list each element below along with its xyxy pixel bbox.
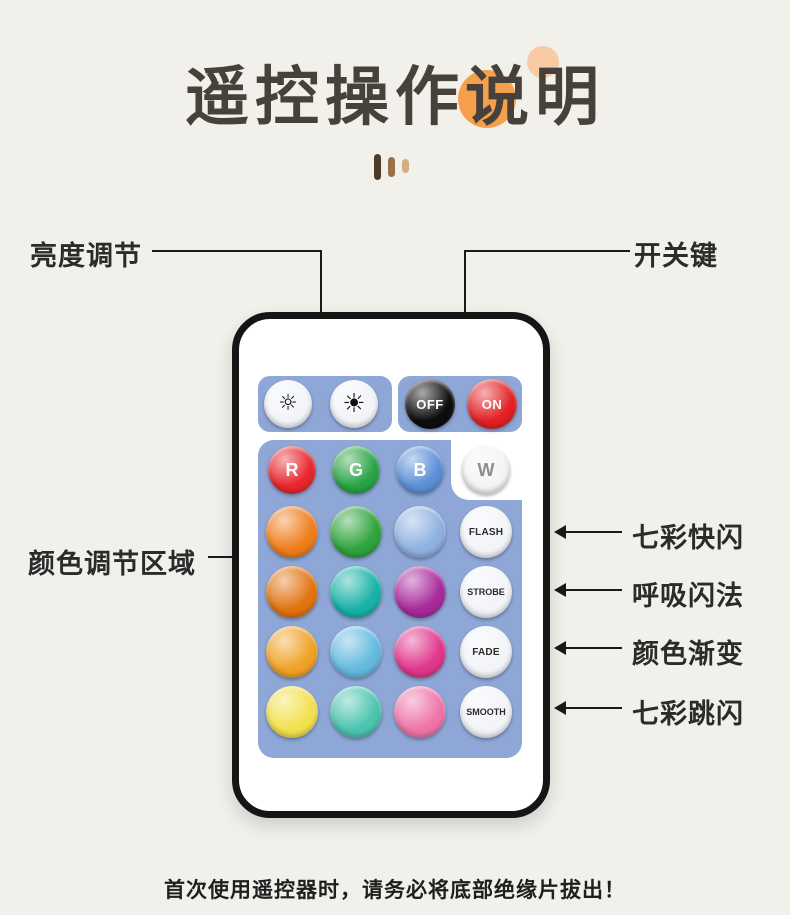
color-button (330, 626, 382, 678)
fade-mode-label: 颜色渐变 (632, 639, 744, 669)
brightness-down-button: ☼ (264, 380, 312, 428)
strobe-button: STROBE (460, 566, 512, 618)
arrow-left-icon (554, 525, 566, 539)
fade-connector-line (566, 647, 622, 649)
on-button: ON (467, 379, 517, 429)
flash-button: FLASH (460, 506, 512, 558)
off-button: OFF (405, 379, 455, 429)
strobe-button-label: STROBE (467, 587, 505, 597)
white-button: W (462, 446, 510, 494)
deco-circle-peach (527, 46, 559, 78)
deco-circle-orange (458, 70, 516, 128)
color-button (266, 626, 318, 678)
deco-ticks-icon (374, 154, 418, 184)
remote-control: ☼ ☀ OFF ON R G B W (232, 312, 550, 818)
brightness-up-icon: ☀ (342, 389, 366, 419)
green-button: G (332, 446, 380, 494)
flash-button-label: FLASH (468, 526, 504, 538)
blue-button-label: B (413, 459, 427, 480)
off-button-label: OFF (416, 396, 444, 412)
tick-bar (374, 154, 381, 180)
arrow-left-icon (554, 641, 566, 655)
smooth-button: SMOOTH (460, 686, 512, 738)
on-button-label: ON (481, 396, 503, 412)
strobe-mode-label: 呼吸闪法 (632, 581, 744, 611)
flash-mode-label: 七彩快闪 (632, 523, 744, 553)
brightness-connector-line (152, 250, 322, 252)
power-connector-line (464, 250, 630, 252)
brightness-label: 亮度调节 (30, 241, 142, 271)
brightness-connector-line (320, 250, 322, 362)
color-button (394, 686, 446, 738)
smooth-mode-label: 七彩跳闪 (632, 699, 744, 729)
color-button (266, 506, 318, 558)
power-label: 开关键 (634, 241, 718, 271)
color-button (330, 506, 382, 558)
color-area-connector-line (208, 556, 240, 558)
green-button-label: G (348, 459, 363, 480)
color-area-label: 颜色调节区域 (28, 549, 196, 579)
color-button (330, 686, 382, 738)
tick-bar (388, 157, 395, 177)
color-button (266, 566, 318, 618)
white-button-label: W (477, 459, 495, 480)
brightness-up-button: ☀ (330, 380, 378, 428)
blue-button: B (396, 446, 444, 494)
color-button (394, 626, 446, 678)
fade-button: FADE (460, 626, 512, 678)
power-connector-line (464, 250, 466, 362)
brightness-dim-icon: ☼ (278, 391, 298, 416)
smooth-button-label: SMOOTH (466, 707, 506, 717)
fade-button-label: FADE (472, 646, 500, 658)
strobe-connector-line (566, 589, 622, 591)
color-button (394, 506, 446, 558)
color-button (330, 566, 382, 618)
smooth-connector-line (566, 707, 622, 709)
footer-note: 首次使用遥控器时，请务必将底部绝缘片拔出！ (164, 879, 626, 902)
flash-connector-line (566, 531, 622, 533)
red-button-label: R (285, 459, 299, 480)
color-button (266, 686, 318, 738)
tick-bar (402, 159, 409, 173)
page-title: 遥控操作说明 (185, 61, 605, 135)
arrow-left-icon (554, 583, 566, 597)
red-button: R (268, 446, 316, 494)
color-button (394, 566, 446, 618)
arrow-left-icon (554, 701, 566, 715)
